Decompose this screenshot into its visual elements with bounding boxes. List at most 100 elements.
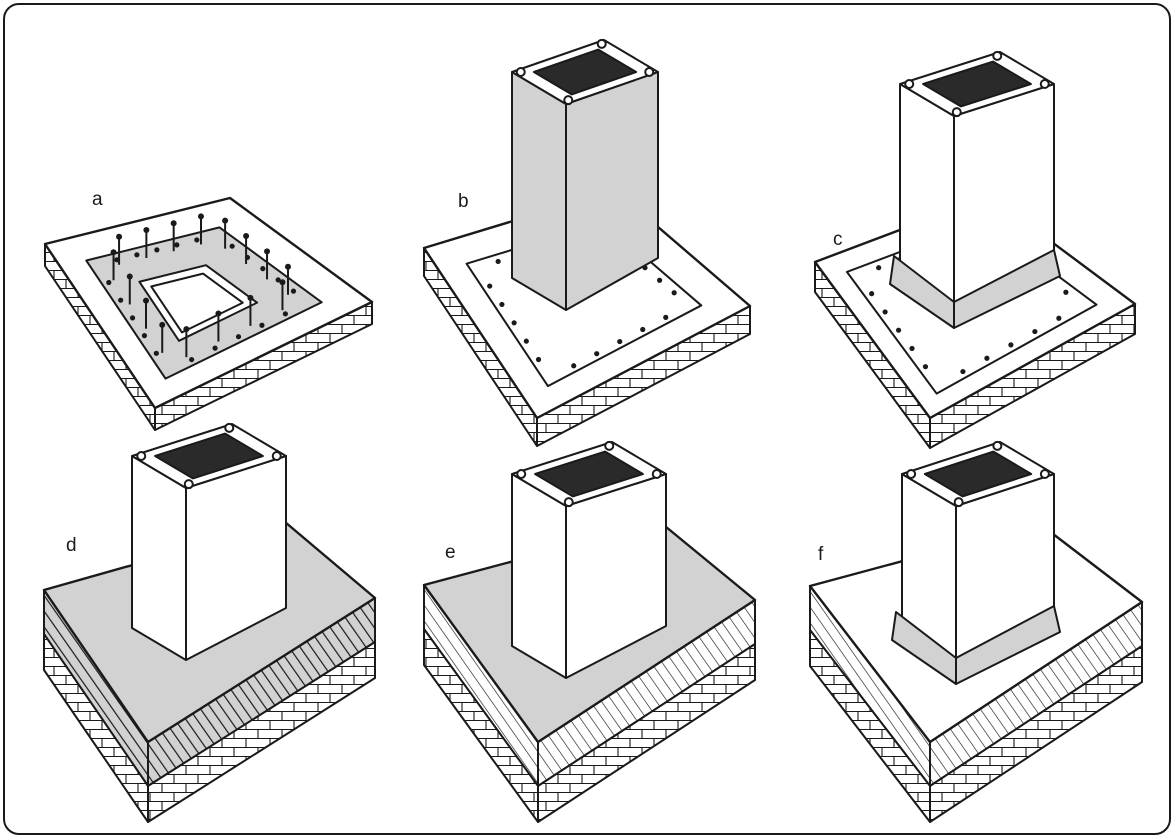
corner-bolt — [904, 79, 915, 89]
bolt-head — [243, 233, 250, 240]
bolt-hole — [229, 243, 235, 249]
bolt-hole — [134, 252, 140, 258]
bolt-hole — [523, 338, 529, 344]
bolt-hole — [174, 242, 180, 248]
bolt-head — [264, 248, 271, 255]
corner-bolt — [136, 451, 147, 461]
bolt-hole — [118, 297, 124, 303]
panel-label-c: c — [833, 229, 843, 250]
bolt-hole — [141, 333, 148, 339]
duct-inner-opening — [923, 450, 1033, 498]
corner-bolt — [992, 440, 1003, 451]
corner-bolt — [951, 107, 962, 118]
bolt-hole — [511, 320, 517, 326]
duct-left-wall — [131, 455, 187, 661]
bolt-hole — [153, 350, 159, 356]
corner-bolt — [953, 497, 964, 508]
bolt-hole — [212, 345, 218, 351]
bolt-hole — [571, 363, 577, 369]
bolt-hole — [1056, 315, 1062, 321]
bolt-hole — [909, 345, 915, 352]
corner-bolt — [644, 67, 655, 77]
corner-bolt — [224, 422, 235, 433]
panel-a — [43, 196, 374, 431]
bolt-head — [284, 263, 291, 270]
bolt-hole — [640, 326, 646, 333]
bolt-hole — [663, 314, 669, 320]
duct-inner-opening — [534, 450, 644, 498]
curb-opening — [150, 272, 244, 334]
bolt-hole — [1008, 342, 1014, 348]
corner-bolt — [271, 451, 282, 461]
bolt-hole — [194, 237, 200, 243]
bolt-hole — [656, 277, 663, 283]
panel-label-a: a — [92, 189, 103, 210]
brick-wall-1 — [537, 643, 756, 823]
bolt-hole — [189, 356, 195, 363]
corner-bolt — [183, 479, 194, 490]
bolt-hole — [154, 247, 160, 253]
duct-inner-opening — [532, 48, 638, 96]
corner-bolt — [563, 95, 574, 106]
bolt-hole — [282, 311, 288, 317]
corner-bolt — [604, 440, 615, 451]
bolt-hole — [922, 364, 929, 370]
bolt-hole — [259, 322, 265, 328]
bolt-head — [183, 326, 190, 333]
bolt-hole — [235, 334, 242, 340]
bolt-hole — [290, 288, 297, 294]
bolt-hole — [594, 351, 600, 357]
bolt-hole — [535, 356, 542, 363]
duct-inner-opening — [922, 60, 1032, 108]
corner-bolt — [516, 469, 527, 479]
corner-bolt — [1039, 469, 1050, 479]
bolt-hole — [671, 290, 677, 296]
bolt-head — [159, 321, 166, 328]
panel-label-e: e — [445, 542, 456, 563]
corner-bolt — [651, 469, 662, 479]
bolt-hole — [487, 283, 493, 289]
bolt-hole — [106, 279, 112, 286]
bolt-hole — [895, 327, 902, 333]
panel-label-d: d — [66, 535, 77, 556]
bolt-head — [143, 226, 150, 233]
bolt-head — [247, 294, 254, 301]
bolt-head — [215, 310, 222, 317]
panel-f — [808, 440, 1144, 823]
panel-c — [813, 50, 1137, 449]
bolt-head — [116, 233, 123, 240]
corner-bolt — [992, 50, 1003, 61]
panel-b — [422, 38, 752, 447]
bolt-hole — [882, 309, 888, 315]
bolt-head — [110, 249, 117, 256]
bolt-hole — [275, 277, 281, 283]
bolt-head — [279, 279, 286, 286]
bolt-hole — [869, 291, 875, 297]
panel-label-b: b — [458, 191, 469, 212]
bolt-hole — [1032, 328, 1038, 335]
bolt-hole — [260, 266, 266, 272]
duct-left-wall — [511, 473, 567, 679]
bolt-hole — [499, 301, 505, 308]
bolt-hole — [960, 368, 966, 375]
panel-e — [422, 440, 757, 823]
corner-bolt — [563, 497, 574, 508]
corner-bolt — [515, 67, 526, 77]
bolt-head — [222, 217, 229, 224]
bolt-head — [143, 297, 150, 304]
bolt-hole — [617, 338, 623, 345]
bolt-hole — [129, 315, 136, 321]
bolt-head — [197, 213, 204, 220]
diagram-frame — [3, 3, 1171, 835]
bolt-hole — [495, 258, 501, 265]
corner-bolt — [596, 38, 607, 49]
duct-inner-opening — [154, 432, 264, 480]
bolt-head — [170, 220, 177, 227]
panel-d — [42, 422, 377, 823]
brick-wall-1 — [929, 645, 1143, 823]
bolt-hole — [984, 355, 990, 361]
brick-wall-1 — [147, 641, 376, 823]
bolt-hole — [1063, 289, 1069, 295]
seal-band-right — [955, 605, 1061, 685]
